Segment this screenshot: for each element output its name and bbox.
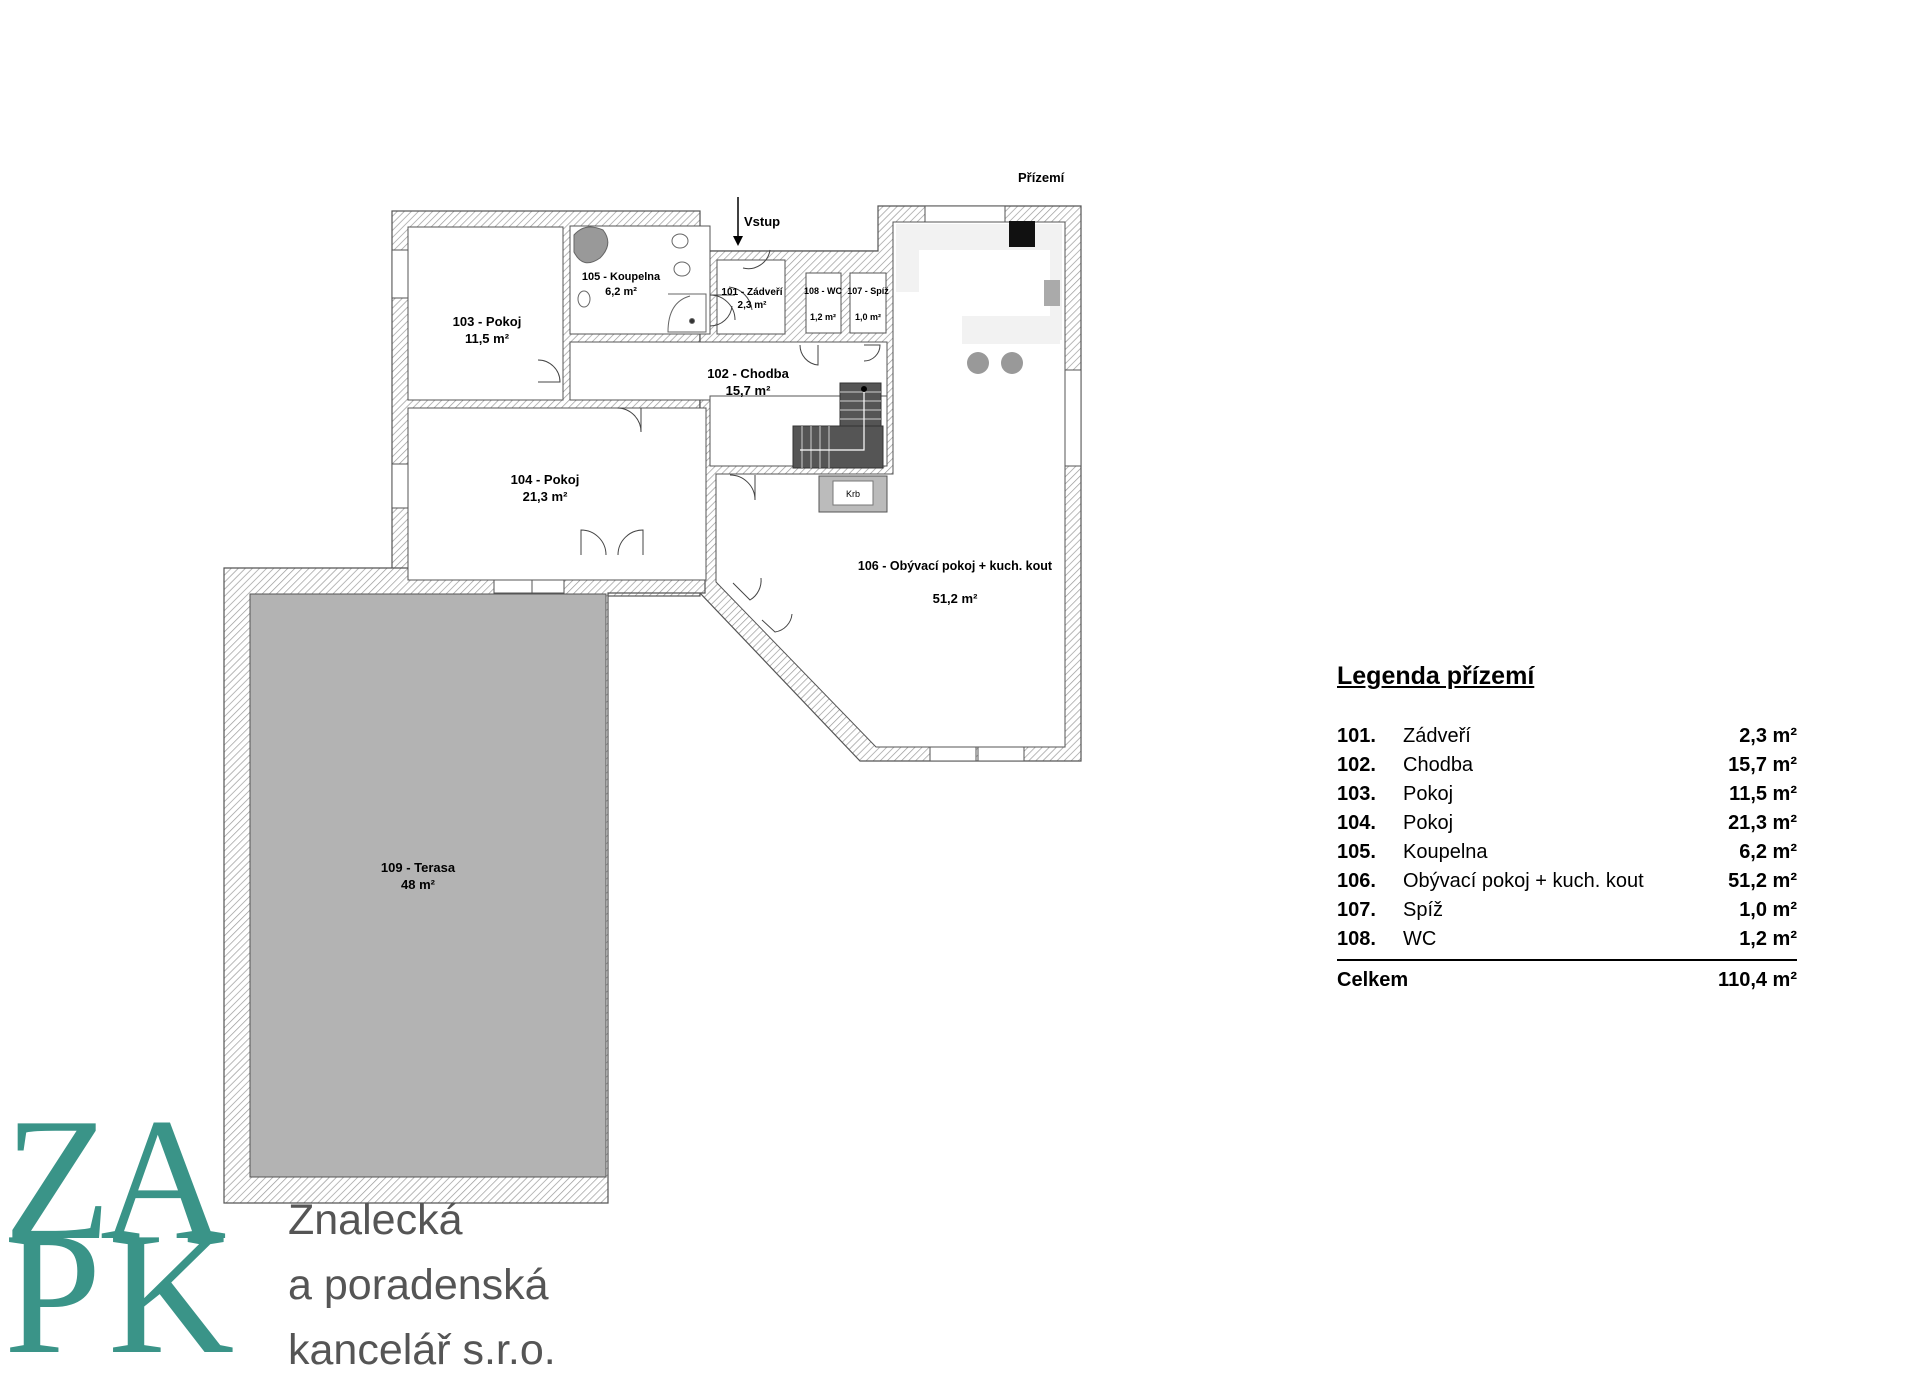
entrance-arrow <box>733 197 743 246</box>
room-labels: 103 - Pokoj 11,5 m² 105 - Koupelna 6,2 m… <box>381 271 1053 892</box>
room-109-area: 48 m² <box>401 877 436 892</box>
legend-row: 102. Chodba 15,7 m² <box>1337 754 1797 776</box>
room-104-name: 104 - Pokoj <box>511 472 580 487</box>
room-104-area: 21,3 m² <box>523 489 568 504</box>
fireplace: Krb <box>818 475 888 513</box>
legend-row: 104. Pokoj 21,3 m² <box>1337 812 1797 834</box>
legend-total-area: 110,4 m² <box>1718 969 1797 991</box>
legend-row: 105. Koupelna 6,2 m² <box>1337 841 1797 863</box>
terrace-area <box>249 593 607 1178</box>
staircase <box>792 382 884 469</box>
kitchen-counter <box>896 221 1062 374</box>
legend-row: 108. WC 1,2 m² <box>1337 928 1797 950</box>
legend-title: Legenda přízemí <box>1337 662 1535 690</box>
windows <box>391 205 1082 762</box>
logo-letter-p: P <box>8 1196 101 1357</box>
logo-letter-z: Z <box>8 1090 111 1276</box>
room-105-area: 6,2 m² <box>605 286 637 298</box>
legend-row: 101. Zádveří 2,3 m² <box>1337 725 1797 747</box>
floor-label: Přízemí <box>1018 170 1065 185</box>
legend-total-label: Celkem <box>1337 969 1409 991</box>
legend-table: Legenda přízemí 101. Zádveří 2,3 m² 102.… <box>1337 662 1797 992</box>
room-102-area: 15,7 m² <box>726 383 771 398</box>
legend-row: 107. Spíž 1,0 m² <box>1337 899 1797 921</box>
svg-text:Krb: Krb <box>846 489 860 499</box>
doors <box>537 249 881 633</box>
company-name: Znalecká a poradenská kancelář s.r.o. <box>288 1196 556 1374</box>
legend-row: 106. Obývací pokoj + kuch. kout 51,2 m² <box>1337 870 1797 892</box>
room-103-name: 103 - Pokoj <box>453 314 522 329</box>
company-logo-mark: Z A P K <box>8 1090 234 1357</box>
room-101-name: 101 - Zádveří <box>721 287 783 298</box>
bathroom-fixtures <box>573 226 707 333</box>
room-107-area: 1,0 m² <box>855 312 881 322</box>
room-105-name: 105 - Koupelna <box>582 271 661 283</box>
room-108-area: 1,2 m² <box>810 312 836 322</box>
room-106-area: 51,2 m² <box>933 591 978 606</box>
logo-letter-a: A <box>100 1090 226 1276</box>
logo-letter-k: K <box>108 1196 234 1357</box>
room-102-name: 102 - Chodba <box>707 366 789 381</box>
room-107-name: 107 - Spíž <box>847 286 889 296</box>
room-108-name: 108 - WC <box>804 286 843 296</box>
room-103-area: 11,5 m² <box>465 331 510 346</box>
room-109-name: 109 - Terasa <box>381 860 456 875</box>
entrance-label: Vstup <box>744 214 780 229</box>
legend-total-row: Celkem 110,4 m² <box>1337 959 1797 992</box>
room-106-name: 106 - Obývací pokoj + kuch. kout <box>858 559 1053 573</box>
room-101-area: 2,3 m² <box>738 300 768 311</box>
legend-row: 103. Pokoj 11,5 m² <box>1337 783 1797 805</box>
